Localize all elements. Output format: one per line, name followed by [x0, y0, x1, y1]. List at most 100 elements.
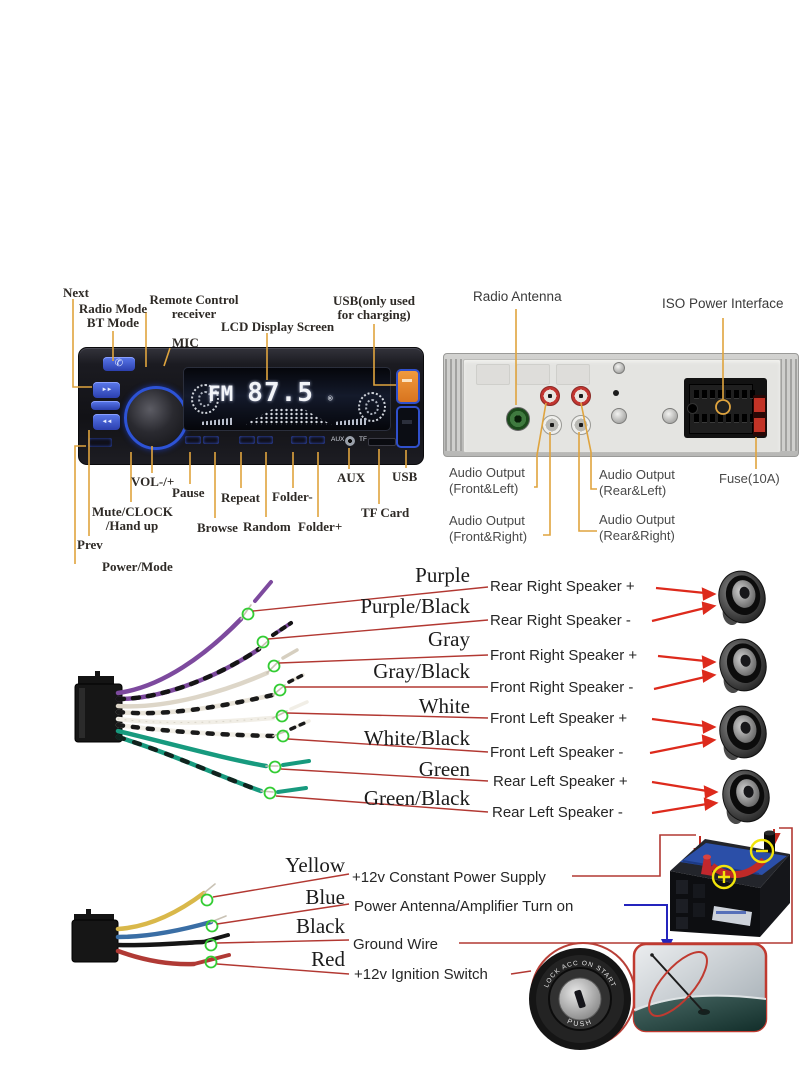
- lcd-display: FM 87.5 ®: [183, 367, 391, 431]
- next-track-button: ►►: [93, 382, 120, 398]
- wire-label-blue: Blue: [305, 885, 345, 909]
- ignition-push-text: PUSH: [566, 1018, 592, 1028]
- ignition-ring-text: LOCK ACC ON START: [543, 960, 616, 989]
- label-radio-mode: Radio Mode: [78, 301, 148, 316]
- fn-power-antenna: Power Antenna/Amplifier Turn on: [354, 898, 574, 915]
- audio-fr-line1: Audio Output: [449, 513, 525, 528]
- stereo-front-panel: ✆ ►► ◄◄ FM 87.5 ® AUX TF: [78, 347, 424, 465]
- prev-track-button: ◄◄: [93, 414, 120, 430]
- audio-fr-line2: (Front&Right): [449, 529, 528, 544]
- iso-power-connector: [684, 378, 767, 438]
- label-vol: VOL-/+: [131, 474, 175, 489]
- frequency-readout: FM 87.5 ®: [208, 378, 368, 408]
- fn-front-left-minus: Front Left Speaker -: [490, 744, 624, 761]
- label-fuse: Fuse(10A): [719, 471, 780, 486]
- label-remote-line1: Remote Control: [149, 292, 239, 307]
- fn-rear-right-minus: Rear Right Speaker -: [490, 612, 631, 629]
- label-mic: MIC: [172, 335, 199, 350]
- wire-label-yellow: Yellow: [285, 853, 345, 877]
- battery-image: [670, 830, 790, 937]
- aux-jack: [345, 436, 355, 446]
- label-radio-antenna: Radio Antenna: [473, 289, 562, 304]
- svg-text:PUSH: PUSH: [566, 1018, 594, 1028]
- band-button: [91, 401, 120, 410]
- label-browse: Browse: [197, 520, 238, 535]
- label-repeat: Repeat: [221, 490, 260, 505]
- speaker-icon: [716, 764, 776, 828]
- speaker-arrows: [649, 586, 719, 815]
- emboss-square: [516, 364, 550, 385]
- battery-minus-mark: [749, 838, 775, 864]
- emboss-square: [556, 364, 590, 385]
- stereo-rear-panel: [443, 353, 799, 457]
- registered-mark: ®: [327, 394, 333, 403]
- car-antenna-image: [632, 942, 768, 1033]
- label-tf-card: TF Card: [361, 505, 410, 520]
- label-random: Random: [243, 519, 291, 534]
- label-next: Next: [63, 285, 89, 300]
- power-mute-button: [88, 438, 112, 447]
- label-audio-front-right: Audio Output (Front&Right): [449, 513, 527, 545]
- speaker-icon: [713, 633, 773, 697]
- label-usb-charging: USB(only used for charging): [330, 294, 418, 322]
- label-iso-power: ISO Power Interface: [662, 296, 784, 311]
- fn-constant-power: +12v Constant Power Supply: [352, 869, 546, 886]
- label-audio-rear-left: Audio Output (Rear&Left): [599, 467, 675, 499]
- preset-button-6: [309, 436, 325, 444]
- rca-jack-front-left: [540, 386, 560, 406]
- iso-pin-row: [694, 390, 755, 399]
- constant-power-line: [572, 834, 696, 877]
- label-usb-charging-line2: for charging): [337, 307, 411, 322]
- label-bt-mode: BT Mode: [86, 315, 140, 330]
- fn-ground-wire: Ground Wire: [353, 936, 439, 953]
- fn-rear-right-plus: Rear Right Speaker +: [490, 578, 635, 595]
- audio-fl-line1: Audio Output: [449, 465, 525, 480]
- preset-button-1: [185, 436, 201, 444]
- label-radio-bt-mode: Radio Mode BT Mode: [76, 302, 150, 330]
- speaker-harness-connector: [74, 671, 123, 743]
- speaker-wires: [115, 580, 311, 794]
- rear-hole: [613, 390, 619, 396]
- preset-button-3: [239, 436, 255, 444]
- aux-panel-marking: AUX: [331, 436, 345, 443]
- label-usb: USB: [392, 469, 418, 484]
- wire-label-green: Green: [418, 757, 470, 781]
- fn-front-right-plus: Front Right Speaker +: [490, 647, 638, 664]
- band-text: FM: [208, 382, 234, 406]
- audio-rr-line2: (Rear&Right): [599, 528, 675, 543]
- power-wires: [115, 883, 231, 967]
- fn-ignition-switch: +12v Ignition Switch: [354, 966, 488, 983]
- label-aux: AUX: [337, 470, 366, 485]
- speaker-icon: [713, 700, 773, 764]
- label-power-mode: Power/Mode: [102, 559, 173, 574]
- audio-rr-line1: Audio Output: [599, 512, 675, 527]
- wire-label-white: White: [418, 694, 470, 718]
- wire-label-green-black: Green/Black: [363, 786, 470, 810]
- wire-label-gray: Gray: [428, 627, 470, 651]
- wire-label-black: Black: [296, 914, 345, 938]
- label-pause: Pause: [172, 485, 205, 500]
- tf-card-slot: [368, 438, 396, 446]
- bt-phone-button: ✆: [103, 357, 135, 371]
- display-eq-right: [336, 417, 366, 425]
- fuse-10a: [753, 395, 766, 436]
- label-audio-front-left: Audio Output (Front&Left): [449, 465, 525, 497]
- fn-front-right-minus: Front Right Speaker -: [490, 679, 634, 696]
- wire-label-red: Red: [311, 947, 345, 971]
- audio-fl-line2: (Front&Left): [449, 481, 519, 496]
- power-tip-circles: [200, 893, 219, 969]
- display-mesh-graphic: [244, 408, 332, 425]
- rear-ridge-right: [780, 359, 797, 451]
- antenna-turn-on-line: [624, 904, 673, 952]
- label-mute-line2: /Hand up: [105, 518, 159, 533]
- tf-panel-marking: TF: [359, 436, 367, 443]
- battery-plus-mark: [711, 864, 737, 890]
- label-folder-minus: Folder-: [272, 489, 313, 504]
- fn-front-left-plus: Front Left Speaker +: [490, 710, 628, 727]
- rear-screw-top: [613, 362, 625, 374]
- frequency-text: 87.5: [247, 378, 314, 408]
- emboss-square: [476, 364, 510, 385]
- iso-pin-row: [694, 414, 755, 423]
- audio-rl-line2: (Rear&Left): [599, 483, 667, 498]
- ground-wire-arrow: [767, 829, 781, 847]
